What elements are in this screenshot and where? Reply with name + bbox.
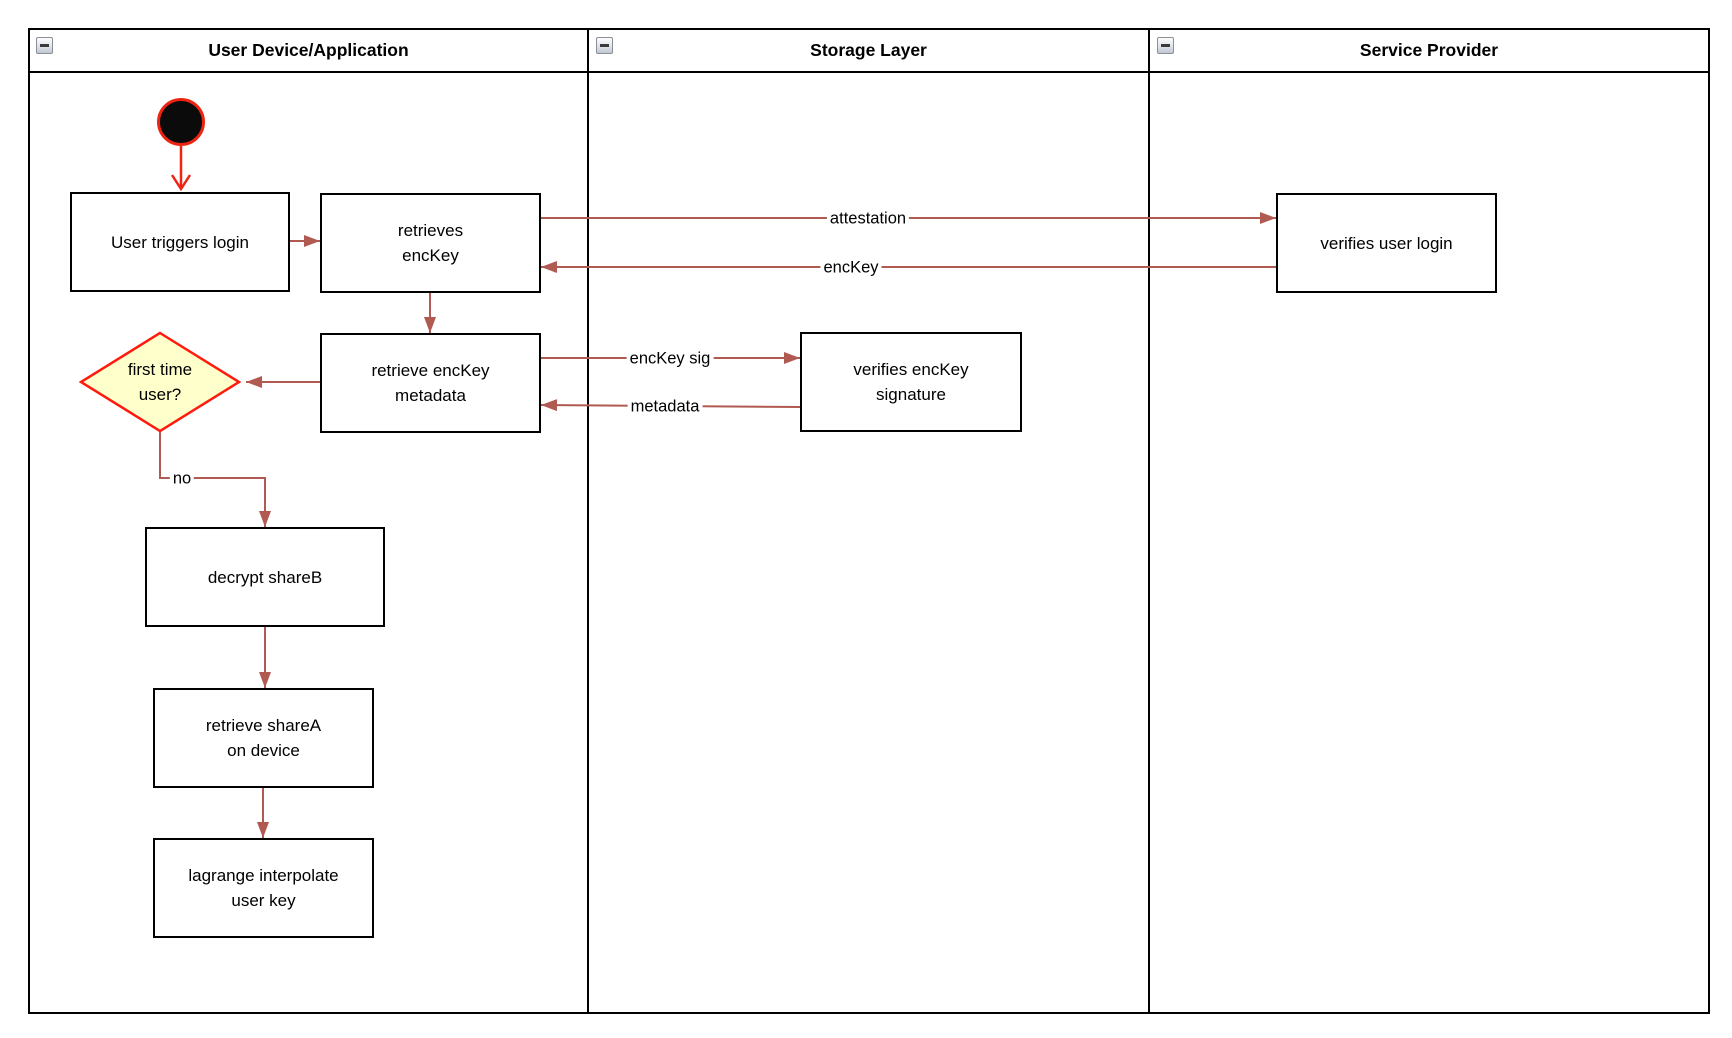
lane-header-user-device: User Device/Application — [208, 40, 409, 60]
lane-header-storage-layer: Storage Layer — [810, 40, 927, 60]
lane-header-service-provider: Service Provider — [1359, 40, 1499, 60]
node-lagrange-interpolate-user-key[interactable]: lagrange interpolate user key — [153, 838, 374, 938]
node-decrypt-shareb[interactable]: decrypt shareB — [145, 527, 385, 627]
node-verifies-user-login[interactable]: verifies user login — [1276, 193, 1497, 293]
node-retrieves-enckey[interactable]: retrieves encKey — [320, 193, 541, 293]
edge-label-attestation: attestation — [826, 209, 910, 229]
start-arrowhead-icon — [170, 174, 192, 192]
lane-separator-2 — [1148, 28, 1150, 1014]
edge-decision-no-to-decrypt — [159, 431, 271, 527]
initial-node[interactable] — [157, 98, 205, 146]
node-user-triggers-login[interactable]: User triggers login — [70, 192, 290, 292]
edge-label-metadata: metadata — [627, 397, 703, 417]
collapse-lane-icon[interactable] — [596, 37, 613, 54]
minus-icon — [1161, 44, 1170, 47]
decision-diamond-shape[interactable] — [78, 331, 242, 433]
node-verifies-enckey-signature[interactable]: verifies encKey signature — [800, 332, 1022, 432]
edge-label-enckey: encKey — [820, 258, 882, 278]
minus-icon — [40, 44, 49, 47]
edge-label-enckey-sig: encKey sig — [626, 349, 714, 369]
lane-header-divider — [28, 71, 1710, 73]
lane-separator-1 — [587, 28, 589, 1014]
collapse-lane-icon[interactable] — [36, 37, 53, 54]
collapse-lane-icon[interactable] — [1157, 37, 1174, 54]
edge-label-no: no — [169, 469, 195, 489]
minus-icon — [600, 44, 609, 47]
node-retrieve-sharea-on-device[interactable]: retrieve shareA on device — [153, 688, 374, 788]
node-retrieve-enckey-metadata[interactable]: retrieve encKey metadata — [320, 333, 541, 433]
decision-first-time-user-label: first time user? — [127, 360, 193, 404]
